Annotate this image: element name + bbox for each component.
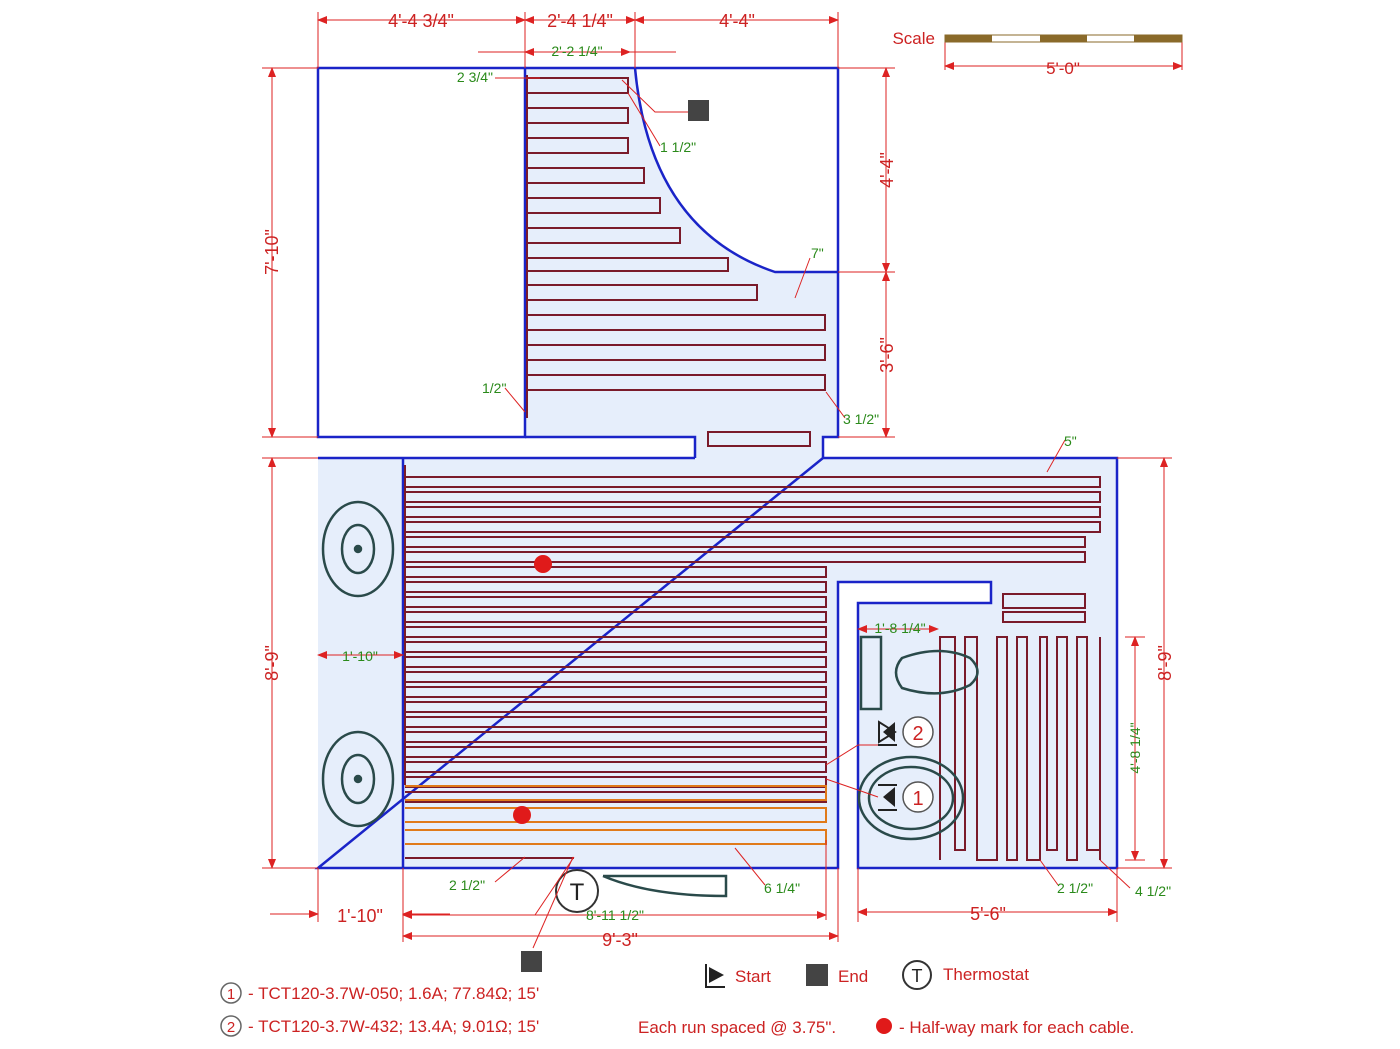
note-gap-br2: 4 1/2" (1135, 883, 1171, 899)
connector-floor (695, 437, 823, 458)
end-icon (688, 100, 709, 121)
upper-room-wall (525, 66, 840, 274)
bidet (857, 755, 965, 841)
legend-start: Start (735, 967, 771, 986)
note-gap-61: 6 1/4" (764, 880, 800, 896)
legend-cable2: - TCT120-3.7W-432; 13.4A; 9.01Ω; 15' (248, 1017, 539, 1036)
cable-run (707, 431, 811, 447)
note-gap-br: 2 1/2" (1057, 880, 1093, 896)
svg-text:T: T (570, 879, 585, 906)
dim-right-lower: 8'-9" (1155, 645, 1175, 681)
lower-room-wall (314, 456, 1119, 870)
note-run-len: 8'-11 1/2" (586, 907, 644, 923)
start-icon (878, 720, 897, 746)
cable-run (405, 476, 1101, 803)
legend-cable1-marker: 1 (227, 986, 235, 1003)
note-closet: 1'-8 1/4" (874, 620, 925, 636)
legend-halfway-icon (876, 1018, 892, 1034)
end-icon (521, 951, 542, 972)
scale-length: 5'-0" (1046, 59, 1080, 78)
dimension-lines (262, 12, 1183, 942)
markers: 2 1 T (513, 100, 934, 972)
dim-bottom-right: 5'-6" (970, 904, 1006, 924)
upper-room-wall-lower (525, 272, 840, 458)
legend-end: End (838, 967, 868, 986)
legend-end-icon (806, 964, 828, 986)
dim-top-3: 4'-4" (719, 11, 755, 31)
legend-spacing: Each run spaced @ 3.75". (638, 1018, 836, 1037)
walls (314, 66, 1119, 870)
dim-bottom-mid: 9'-3" (602, 930, 638, 950)
svg-text:1: 1 (912, 788, 923, 810)
start-icon (878, 784, 897, 811)
note-gap-half: 1/2" (482, 380, 506, 396)
note-gap-7: 7" (811, 245, 824, 261)
note-gap-top: 2 3/4" (457, 69, 493, 85)
cable-runs-2 (405, 785, 827, 845)
halfway-mark (513, 806, 531, 824)
dim-right-upper-2: 3'-6" (877, 337, 897, 373)
cable-run (1002, 593, 1086, 609)
note-inner-top: 2'-2 1/4" (551, 43, 602, 59)
legend-thermostat-icon: T (902, 960, 932, 990)
cable1-marker: 1 (902, 781, 934, 813)
legend-cable2-marker: 2 (227, 1019, 235, 1036)
legend: Start End T Thermostat 1 - TCT120-3.7W-0… (220, 960, 1134, 1037)
cable-run (939, 636, 1101, 861)
dim-top-2: 2'-4 1/4" (547, 11, 613, 31)
sink-lower (321, 730, 395, 828)
thermostat-icon: T (555, 869, 599, 913)
cable-run (405, 785, 827, 845)
halfway-mark (534, 555, 552, 573)
cable2-marker: 2 (902, 716, 934, 748)
dim-left-lower: 8'-9" (262, 645, 282, 681)
lower-floor (318, 458, 1117, 868)
dim-bottom-left: 1'-10" (337, 906, 383, 926)
cable-runs (404, 75, 1101, 861)
svg-text:2: 2 (912, 723, 923, 745)
scale-label: Scale (892, 29, 935, 48)
legend-start-icon (705, 964, 725, 988)
closet-left-wall (316, 66, 527, 439)
legend-thermostat: Thermostat (943, 965, 1029, 984)
note-gap-curve: 1 1/2" (660, 139, 696, 155)
note-vanity: 1'-10" (342, 648, 378, 664)
note-gap-3half: 3 1/2" (843, 411, 879, 427)
note-gap-bl: 2 1/2" (449, 877, 485, 893)
cable-run (1002, 611, 1086, 623)
svg-text:T: T (912, 966, 923, 986)
toilet (859, 635, 979, 711)
fixtures (321, 500, 979, 898)
legend-cable1: - TCT120-3.7W-050; 1.6A; 77.84Ω; 15' (248, 984, 539, 1003)
note-shower-h: 4'-8 1/4" (1127, 722, 1143, 773)
spacing-notes: 2'-2 1/4" 2 3/4" 1 1/2" 7" 1/2" 3 1/2" 5… (342, 43, 1171, 923)
scale-bar: Scale 5'-0" (892, 29, 1183, 78)
note-gap-5: 5" (1064, 433, 1077, 449)
door-swing (602, 874, 728, 898)
dim-right-upper-1: 4'-4" (877, 152, 897, 188)
dim-left-upper: 7'-10" (262, 229, 282, 275)
dimension-labels: 4'-4 3/4" 2'-4 1/4" 4'-4" 7'-10" 4'-4" 3… (262, 11, 1175, 950)
dim-top-1: 4'-4 3/4" (388, 11, 454, 31)
legend-halfway: - Half-way mark for each cable. (899, 1018, 1134, 1037)
sink-upper (321, 500, 395, 598)
